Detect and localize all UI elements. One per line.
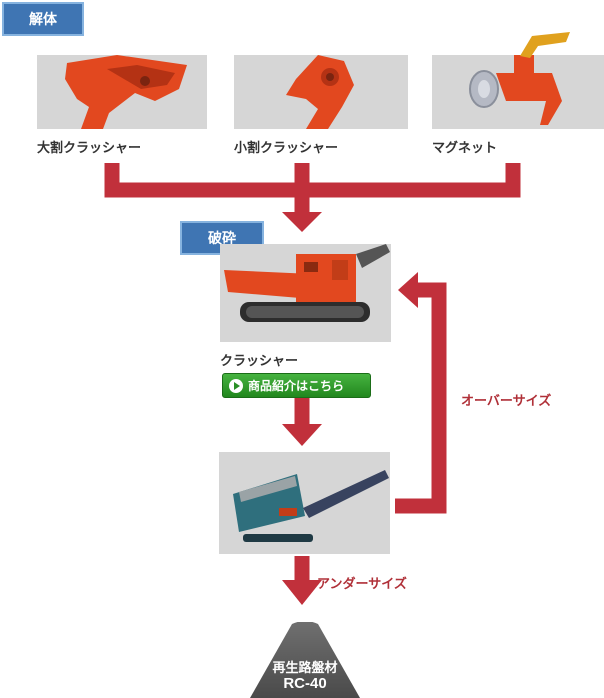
- attachment-photo-small-crusher: [234, 55, 408, 129]
- arrow-head-to-crusher: [282, 212, 322, 232]
- large-crusher-attachment-icon: [65, 55, 187, 129]
- attachment-label-magnet: マグネット: [432, 140, 498, 155]
- attachment-label-large-crusher: 大割クラッシャー: [37, 140, 142, 155]
- mobile-screen-icon: [233, 470, 389, 542]
- oversize-return-line: [395, 282, 447, 514]
- undersize-label: アンダーサイズ: [317, 576, 407, 591]
- product-name: 再生路盤材: [272, 660, 338, 675]
- crusher-photo: [220, 244, 391, 342]
- crusher-label: クラッシャー: [220, 353, 299, 368]
- arrow-head-to-screen: [282, 424, 322, 446]
- product-info-button[interactable]: 商品紹介はこちら: [222, 373, 371, 398]
- screen-photo: [219, 452, 390, 554]
- mobile-crusher-icon: [224, 244, 390, 322]
- magnet-crane-arm: [520, 32, 570, 58]
- product-code: RC-40: [283, 675, 327, 692]
- arrow-head-to-pile: [282, 580, 322, 605]
- small-crusher-attachment-icon: [286, 55, 354, 129]
- oversize-label: オーバーサイズ: [461, 393, 552, 408]
- section-label-demolition: 解体: [2, 2, 84, 36]
- product-info-button-label: 商品紹介はこちら: [248, 379, 345, 393]
- attachment-photo-magnet: [432, 55, 604, 129]
- attachment-photo-large-crusher: [37, 55, 207, 129]
- arrow-head-oversize: [398, 272, 418, 308]
- magnet-attachment-icon: [469, 55, 562, 125]
- material-pile: [250, 622, 360, 698]
- play-icon: [229, 378, 243, 393]
- attachment-label-small-crusher: 小割クラッシャー: [234, 140, 339, 155]
- merge-line: [104, 163, 521, 198]
